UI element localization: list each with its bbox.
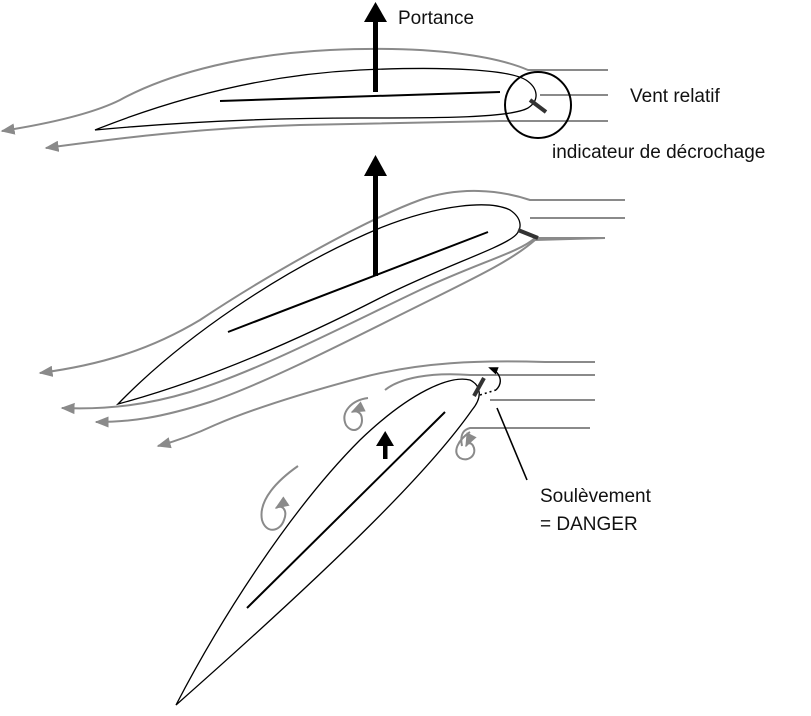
chord-line-2: [227, 231, 489, 333]
stall-indicator-2: [517, 228, 539, 240]
streamline-lower-2: [94, 237, 606, 428]
chord-line-1: [219, 91, 501, 102]
streamline-lower-1: [44, 120, 608, 152]
streamline-upper-2: [38, 189, 625, 377]
lift-arrow-2: [364, 155, 387, 276]
stall-indicator-highlight-circle: [504, 71, 572, 139]
streamline-mid-lower-2: [60, 237, 605, 415]
indicator-lift-curl: [488, 367, 501, 391]
lift-off-label-line2: = DANGER: [540, 514, 638, 535]
panel-low-angle: [0, 2, 608, 152]
vortex-lower-right: [455, 431, 477, 461]
streamline-upper-1: [0, 47, 608, 135]
airfoil-3: [175, 378, 480, 706]
chord-line-3: [246, 411, 446, 609]
lift-arrow-3: [376, 431, 394, 459]
stall-indicator-label: indicateur de décrochage: [552, 142, 765, 163]
vortex-left: [260, 465, 299, 531]
streamline-top-3: [384, 373, 595, 391]
lift-arrow-1: [364, 2, 387, 92]
danger-leader-line: [496, 407, 528, 481]
stall-indicator-3: [472, 377, 486, 397]
vortex-upper: [343, 397, 369, 431]
streamline-bottom-2: [156, 360, 595, 449]
panel-high-angle-stall: [175, 367, 595, 706]
lift-off-label-line1: Soulèvement: [540, 486, 652, 507]
relative-wind-label: Vent relatif: [630, 86, 720, 107]
lift-label: Portance: [398, 8, 474, 29]
panel-medium-angle: [38, 155, 625, 449]
airfoil-2: [115, 204, 521, 406]
airfoil-1: [94, 67, 537, 131]
indicator-lift-dots: [479, 389, 497, 396]
stall-indicator-1: [528, 98, 548, 114]
streamline-low-3: [460, 427, 590, 447]
